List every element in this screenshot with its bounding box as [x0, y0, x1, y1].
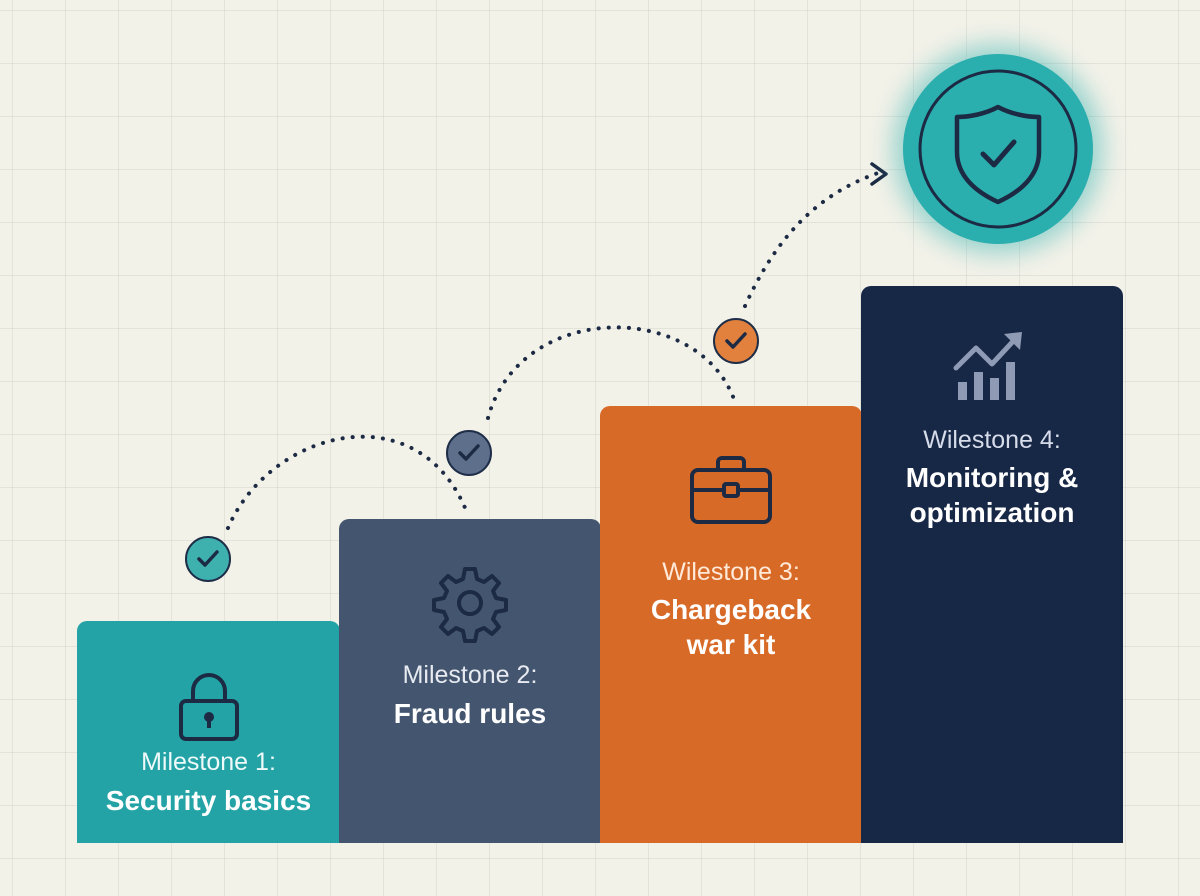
checkpoint-3 — [713, 318, 759, 364]
gear-icon — [430, 563, 510, 648]
milestone-2-step: Milestone 2: Fraud rules — [339, 519, 601, 843]
milestone-1-label: Milestone 1: — [141, 748, 276, 776]
path-segment-3 — [743, 171, 880, 308]
lock-icon — [177, 667, 241, 746]
milestone-4-title-line-1: Monitoring & — [905, 462, 1079, 493]
milestone-3-title-line-1: Chargeback — [650, 594, 812, 625]
milestone-2-title: Fraud rules — [393, 698, 547, 729]
milestone-4-step: Wilestone 4: Monitoring & optimization — [861, 286, 1123, 843]
check-icon — [458, 444, 480, 461]
check-icon — [725, 332, 747, 349]
briefcase-icon — [688, 454, 774, 531]
checkpoint-2 — [446, 430, 492, 476]
milestone-3-step: Wilestone 3: Chargeback war kit — [600, 406, 862, 843]
check-icon — [197, 550, 219, 567]
path-segment-2 — [486, 325, 737, 420]
milestone-4-title-line-2: optimization — [909, 497, 1075, 528]
milestone-3-label: Wilestone 3: — [662, 558, 800, 586]
checkpoint-1 — [185, 536, 231, 582]
milestone-4-label: Wilestone 4: — [923, 426, 1061, 454]
path-segment-1 — [226, 434, 470, 530]
milestone-3-title-line-2: war kit — [686, 629, 776, 660]
goal-badge — [903, 54, 1093, 244]
milestone-2-label: Milestone 2: — [402, 661, 538, 689]
path-arrowhead — [870, 162, 888, 186]
shield-check-icon — [918, 69, 1078, 229]
milestone-1-step: Milestone 1: Security basics — [77, 621, 340, 843]
milestone-1-title: Security basics — [105, 785, 312, 816]
milestone-4-title: Monitoring & optimization — [861, 460, 1123, 530]
milestone-3-title: Chargeback war kit — [600, 592, 862, 662]
chart-growth-icon — [952, 324, 1032, 409]
